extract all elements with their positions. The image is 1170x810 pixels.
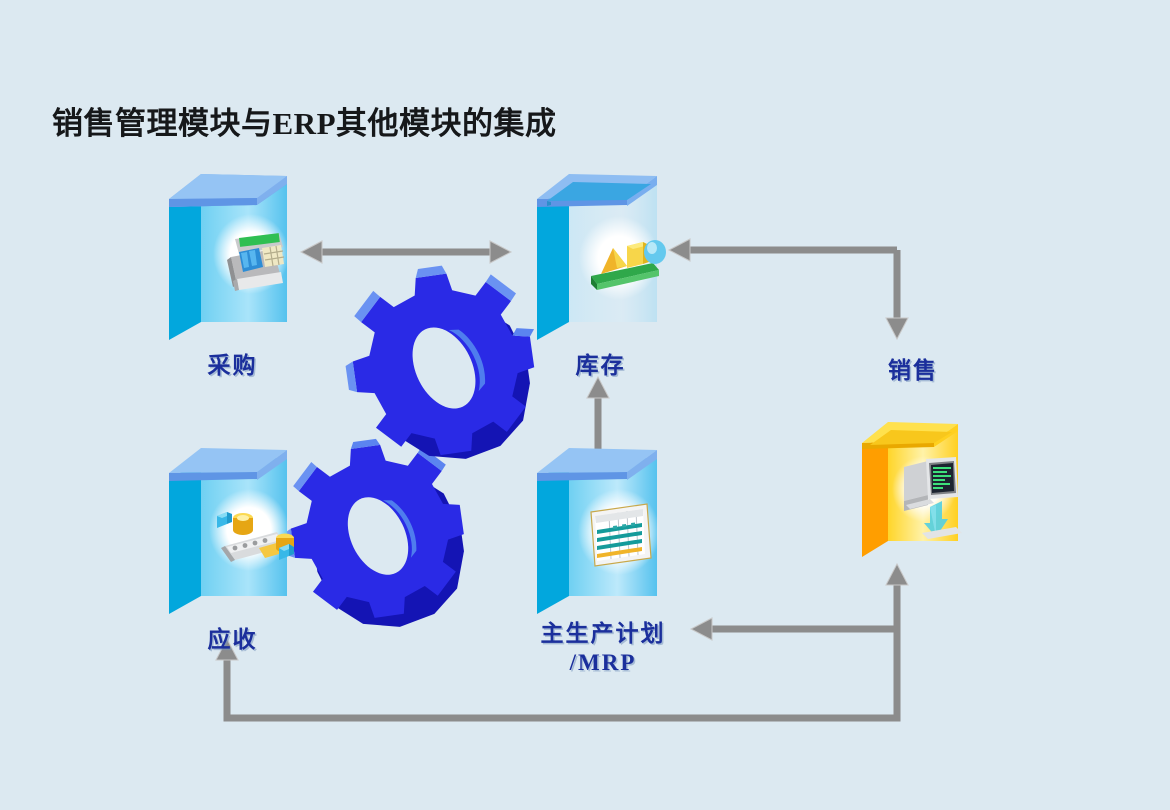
- module-receivable[interactable]: 应收: [165, 446, 300, 661]
- spreadsheet-icon: [590, 503, 652, 567]
- warehouse-shelf-icon: [591, 240, 666, 290]
- box-shape: [862, 422, 962, 557]
- module-inventory[interactable]: 库存: [533, 172, 668, 387]
- gear-upper: [345, 265, 535, 459]
- module-label-sales: 销售: [888, 358, 938, 383]
- module-procurement[interactable]: 采购: [165, 172, 300, 387]
- cash-register-icon: [227, 233, 285, 291]
- module-label-mps-line1: 主生产计划: [540, 621, 666, 646]
- module-label-procurement: 采购: [207, 353, 258, 378]
- page-title: 销售管理模块与ERP其他模块的集成: [52, 106, 557, 141]
- module-label-receivable: 应收: [207, 627, 258, 652]
- box-shape: [537, 174, 666, 340]
- conveyor-belt-icon: [217, 512, 294, 562]
- module-mps-mrp[interactable]: 主生产计划 /MRP: [533, 446, 673, 686]
- module-label-inventory: 库存: [575, 353, 626, 378]
- box-shape: [537, 448, 660, 614]
- arrow-sales-to-inventory: [667, 238, 909, 341]
- gear-lower: [284, 438, 464, 627]
- module-label-mps-line2: /MRP: [569, 650, 637, 675]
- arrow-sales-to-receivable: [215, 637, 901, 722]
- computer-monitor-icon: [904, 457, 962, 539]
- interlocking-gears: [284, 258, 536, 658]
- module-sales[interactable]: 销售: [858, 357, 968, 567]
- box-shape: [169, 448, 294, 614]
- box-shape: [169, 174, 289, 340]
